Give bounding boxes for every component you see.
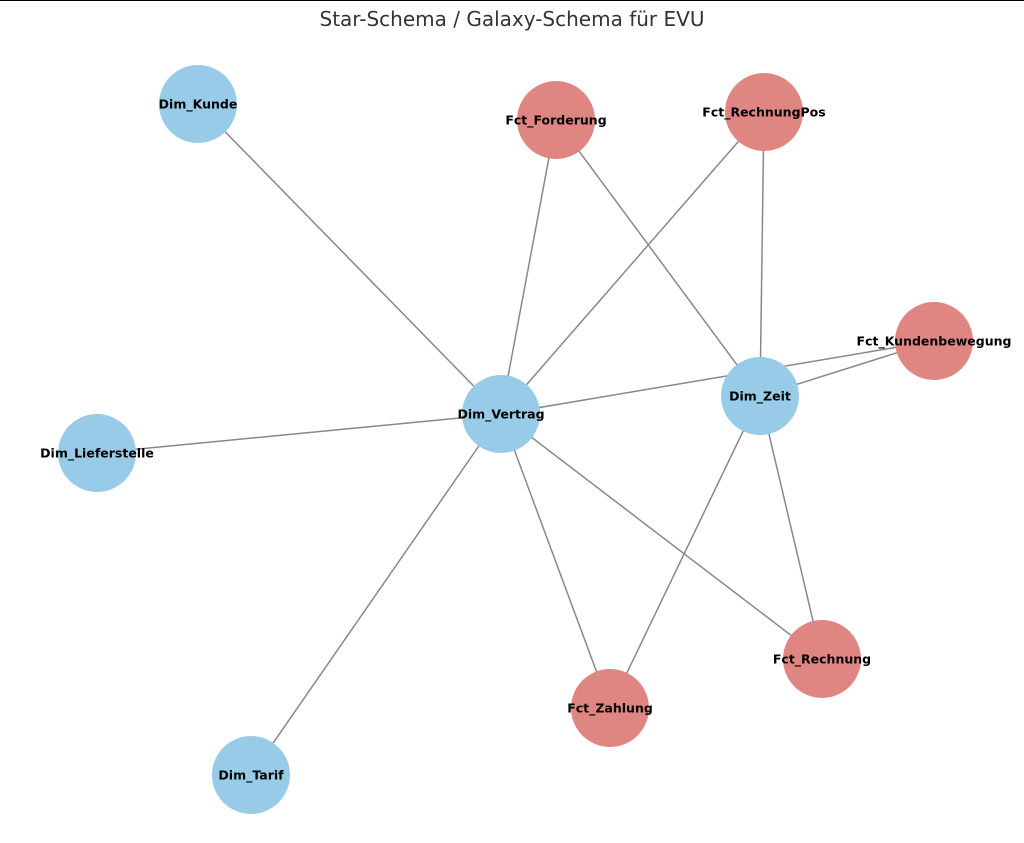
edge-dim_vertrag-dim_tarif — [250, 413, 502, 776]
node-label: Dim_Vertrag — [457, 407, 544, 423]
fact-node-circle — [725, 73, 803, 151]
node-label: Dim_Tarif — [218, 768, 284, 784]
edge-dim_vertrag-dim_kunde — [197, 103, 502, 415]
dimension-node-circle — [58, 414, 136, 492]
edge-dim_vertrag-fct_rechnungpos — [500, 111, 765, 415]
node-dim_tarif: Dim_Tarif — [212, 736, 290, 814]
edge-dim_zeit-fct_forderung — [555, 119, 761, 397]
fact-node-circle — [517, 81, 595, 159]
dimension-node-circle — [462, 375, 540, 453]
node-label: Fct_Forderung — [505, 113, 606, 129]
fact-node-circle — [571, 669, 649, 747]
node-label: Dim_Kunde — [159, 97, 238, 113]
edge-dim_zeit-fct_rechnung — [759, 395, 823, 660]
node-label: Fct_Kundenbewegung — [857, 334, 1012, 350]
node-label: Dim_Zeit — [729, 389, 791, 405]
node-label: Fct_Zahlung — [567, 701, 653, 717]
node-label: Fct_Rechnung — [773, 652, 871, 668]
node-fct_forderung: Fct_Forderung — [505, 81, 607, 159]
edge-dim_zeit-fct_zahlung — [609, 395, 761, 709]
edge-dim_vertrag-fct_kundenbewegung — [500, 340, 935, 415]
node-label: Fct_RechnungPos — [702, 105, 825, 121]
node-fct_rechnung: Fct_Rechnung — [773, 620, 871, 698]
edge-dim_zeit-fct_rechnungpos — [759, 111, 765, 397]
fact-node-circle — [895, 302, 973, 380]
dimension-node-circle — [212, 736, 290, 814]
fact-node-circle — [783, 620, 861, 698]
node-dim_zeit: Dim_Zeit — [721, 357, 799, 435]
node-fct_rechnungpos: Fct_RechnungPos — [702, 73, 826, 151]
node-fct_zahlung: Fct_Zahlung — [567, 669, 653, 747]
node-dim_kunde: Dim_Kunde — [159, 65, 238, 143]
edge-dim_vertrag-fct_forderung — [500, 119, 557, 415]
node-dim_lieferstelle: Dim_Lieferstelle — [40, 414, 154, 492]
dimension-node-circle — [721, 357, 799, 435]
node-fct_kundenbewegung: Fct_Kundenbewegung — [857, 302, 1012, 380]
edge-dim_vertrag-fct_rechnung — [500, 413, 823, 660]
diagram-title: Star-Schema / Galaxy-Schema für EVU — [319, 7, 705, 31]
edge-dim_vertrag-fct_zahlung — [500, 413, 611, 709]
edge-dim_vertrag-dim_lieferstelle — [96, 413, 502, 454]
top-border — [0, 0, 1024, 1]
dimension-node-circle — [159, 65, 237, 143]
node-label: Dim_Lieferstelle — [40, 446, 154, 462]
node-dim_vertrag: Dim_Vertrag — [457, 375, 545, 453]
